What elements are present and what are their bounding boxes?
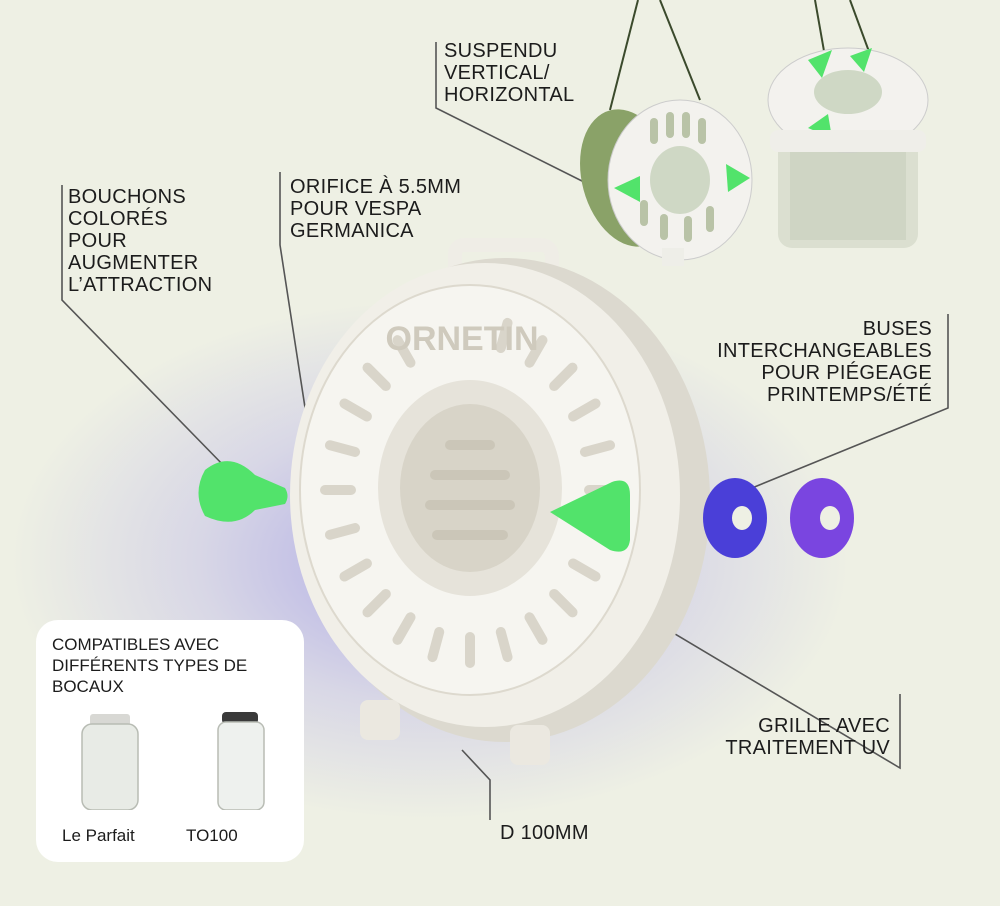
blue-nozzle: [703, 478, 767, 558]
leader-lines: [61, 42, 949, 820]
trap-slot: [495, 626, 513, 663]
trap-slot: [495, 317, 513, 354]
jar-compatibility-card: COMPATIBLES AVEC DIFFÉRENTS TYPES DE BOC…: [36, 620, 304, 862]
trap-slot: [524, 612, 548, 645]
trap-slot: [362, 588, 391, 618]
jar-label-to100: TO100: [186, 826, 238, 845]
jar-illustrations: [81, 712, 265, 810]
trap-slot: [324, 523, 361, 540]
trap-slot: [568, 558, 601, 582]
trap-slot: [339, 398, 372, 422]
label-grille: GRILLE AVEC TRAITEMENT UV: [725, 715, 890, 759]
trap-slot: [579, 440, 616, 457]
label-bouchons: BOUCHONS COLORÉS POUR AUGMENTER L’ATTRAC…: [68, 186, 213, 296]
trap-slot: [392, 612, 416, 645]
trap-slot: [320, 485, 356, 495]
hanging-jar-horizontal: [580, 99, 753, 266]
trap-slot: [549, 362, 578, 392]
trap-slot: [392, 335, 416, 368]
hanging-jar-vertical: [767, 47, 929, 248]
trap-slot: [465, 632, 475, 668]
trap-slot: [549, 588, 578, 618]
trap-slot: [324, 440, 361, 457]
trap-slot: [568, 398, 601, 422]
label-orifice: ORIFICE À 5.5MM POUR VESPA GERMANICA: [290, 176, 462, 242]
green-cap-left: [198, 461, 288, 522]
label-suspendu: SUSPENDU VERTICAL/ HORIZONTAL: [444, 40, 575, 106]
trap-slot: [427, 626, 445, 663]
main-trap: ORNETIN: [290, 238, 710, 765]
label-diametre: D 100MM: [500, 822, 589, 844]
trap-brand-text: ORNETIN: [386, 320, 539, 358]
jar-label-le-parfait: Le Parfait: [62, 826, 135, 845]
trap-slot: [339, 558, 372, 582]
green-cap-right: [550, 480, 630, 552]
purple-nozzle: [790, 478, 854, 558]
card-title: COMPATIBLES AVEC DIFFÉRENTS TYPES DE BOC…: [52, 635, 248, 696]
to100-jar-icon: [217, 712, 265, 810]
trap-slot: [362, 362, 391, 392]
le-parfait-jar-icon: [81, 714, 139, 810]
label-buses: BUSES INTERCHANGEABLES POUR PIÉGEAGE PRI…: [717, 318, 932, 406]
trap-slot: [524, 335, 548, 368]
